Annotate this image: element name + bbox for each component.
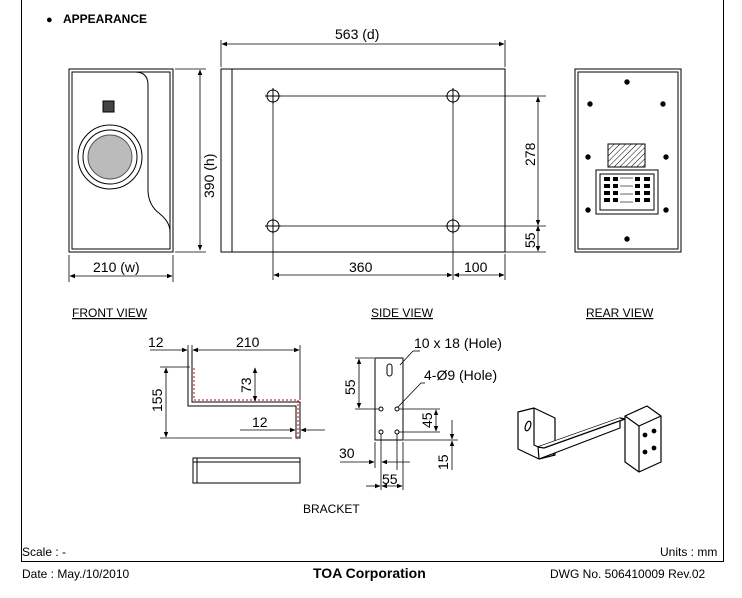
side-view [220,68,506,253]
rear-view-label: REAR VIEW [586,306,654,320]
side-outline [220,68,506,253]
dim-360: 360 [349,259,373,275]
bracket-profile [187,350,301,439]
dim-height: 390 (h) [201,154,217,198]
company-name: TOA Corporation [313,565,426,581]
rear-label-plate [607,143,646,168]
bracket-plate [374,357,404,441]
bracket-dim-30: 30 [339,445,355,461]
hole-label-2: 4-Ø9 (Hole) [424,367,497,383]
front-outline [68,68,174,253]
dim-depth: 563 (d) [335,26,379,42]
section-title: APPEARANCE [63,12,147,26]
dim-100: 100 [464,259,488,275]
units-label: Units : mm [660,545,718,559]
front-view-label: FRONT VIEW [72,306,148,320]
scale-label: Scale : - [22,545,67,559]
rear-view [574,68,682,253]
side-view-label: SIDE VIEW [371,306,434,320]
dim-55: 55 [522,232,538,248]
bracket-isometric [517,405,662,473]
speaker-circle [77,124,143,190]
bracket-dim-45: 45 [419,412,435,428]
bracket-dim-12a: 12 [148,334,164,350]
front-view [68,68,174,253]
bracket-dim-55a: 55 [342,379,358,395]
hole-label-1: 10 x 18 (Hole) [414,335,502,351]
bracket-dim-55b: 55 [382,471,398,487]
date-label: Date : May./10/2010 [22,567,130,581]
bracket-dim-15: 15 [435,454,451,470]
rear-outline [574,68,682,253]
drawing-frame [21,0,724,562]
speaker-grille [87,134,133,180]
bracket-dim-210: 210 [236,334,260,350]
bullet-icon: ● [46,14,53,26]
terminal-block [595,169,659,215]
bracket-dim-155: 155 [149,388,165,412]
logo-icon [102,100,115,113]
dim-278: 278 [522,142,538,166]
dwg-number: DWG No. 506410009 Rev.02 [550,567,706,581]
dim-width: 210 (w) [93,259,140,275]
bracket-dim-12b: 12 [252,414,268,430]
front-grille-curve [72,71,171,233]
bracket-top-view [192,457,301,484]
bracket-dim-73: 73 [238,377,254,393]
bracket-label: BRACKET [303,502,360,516]
